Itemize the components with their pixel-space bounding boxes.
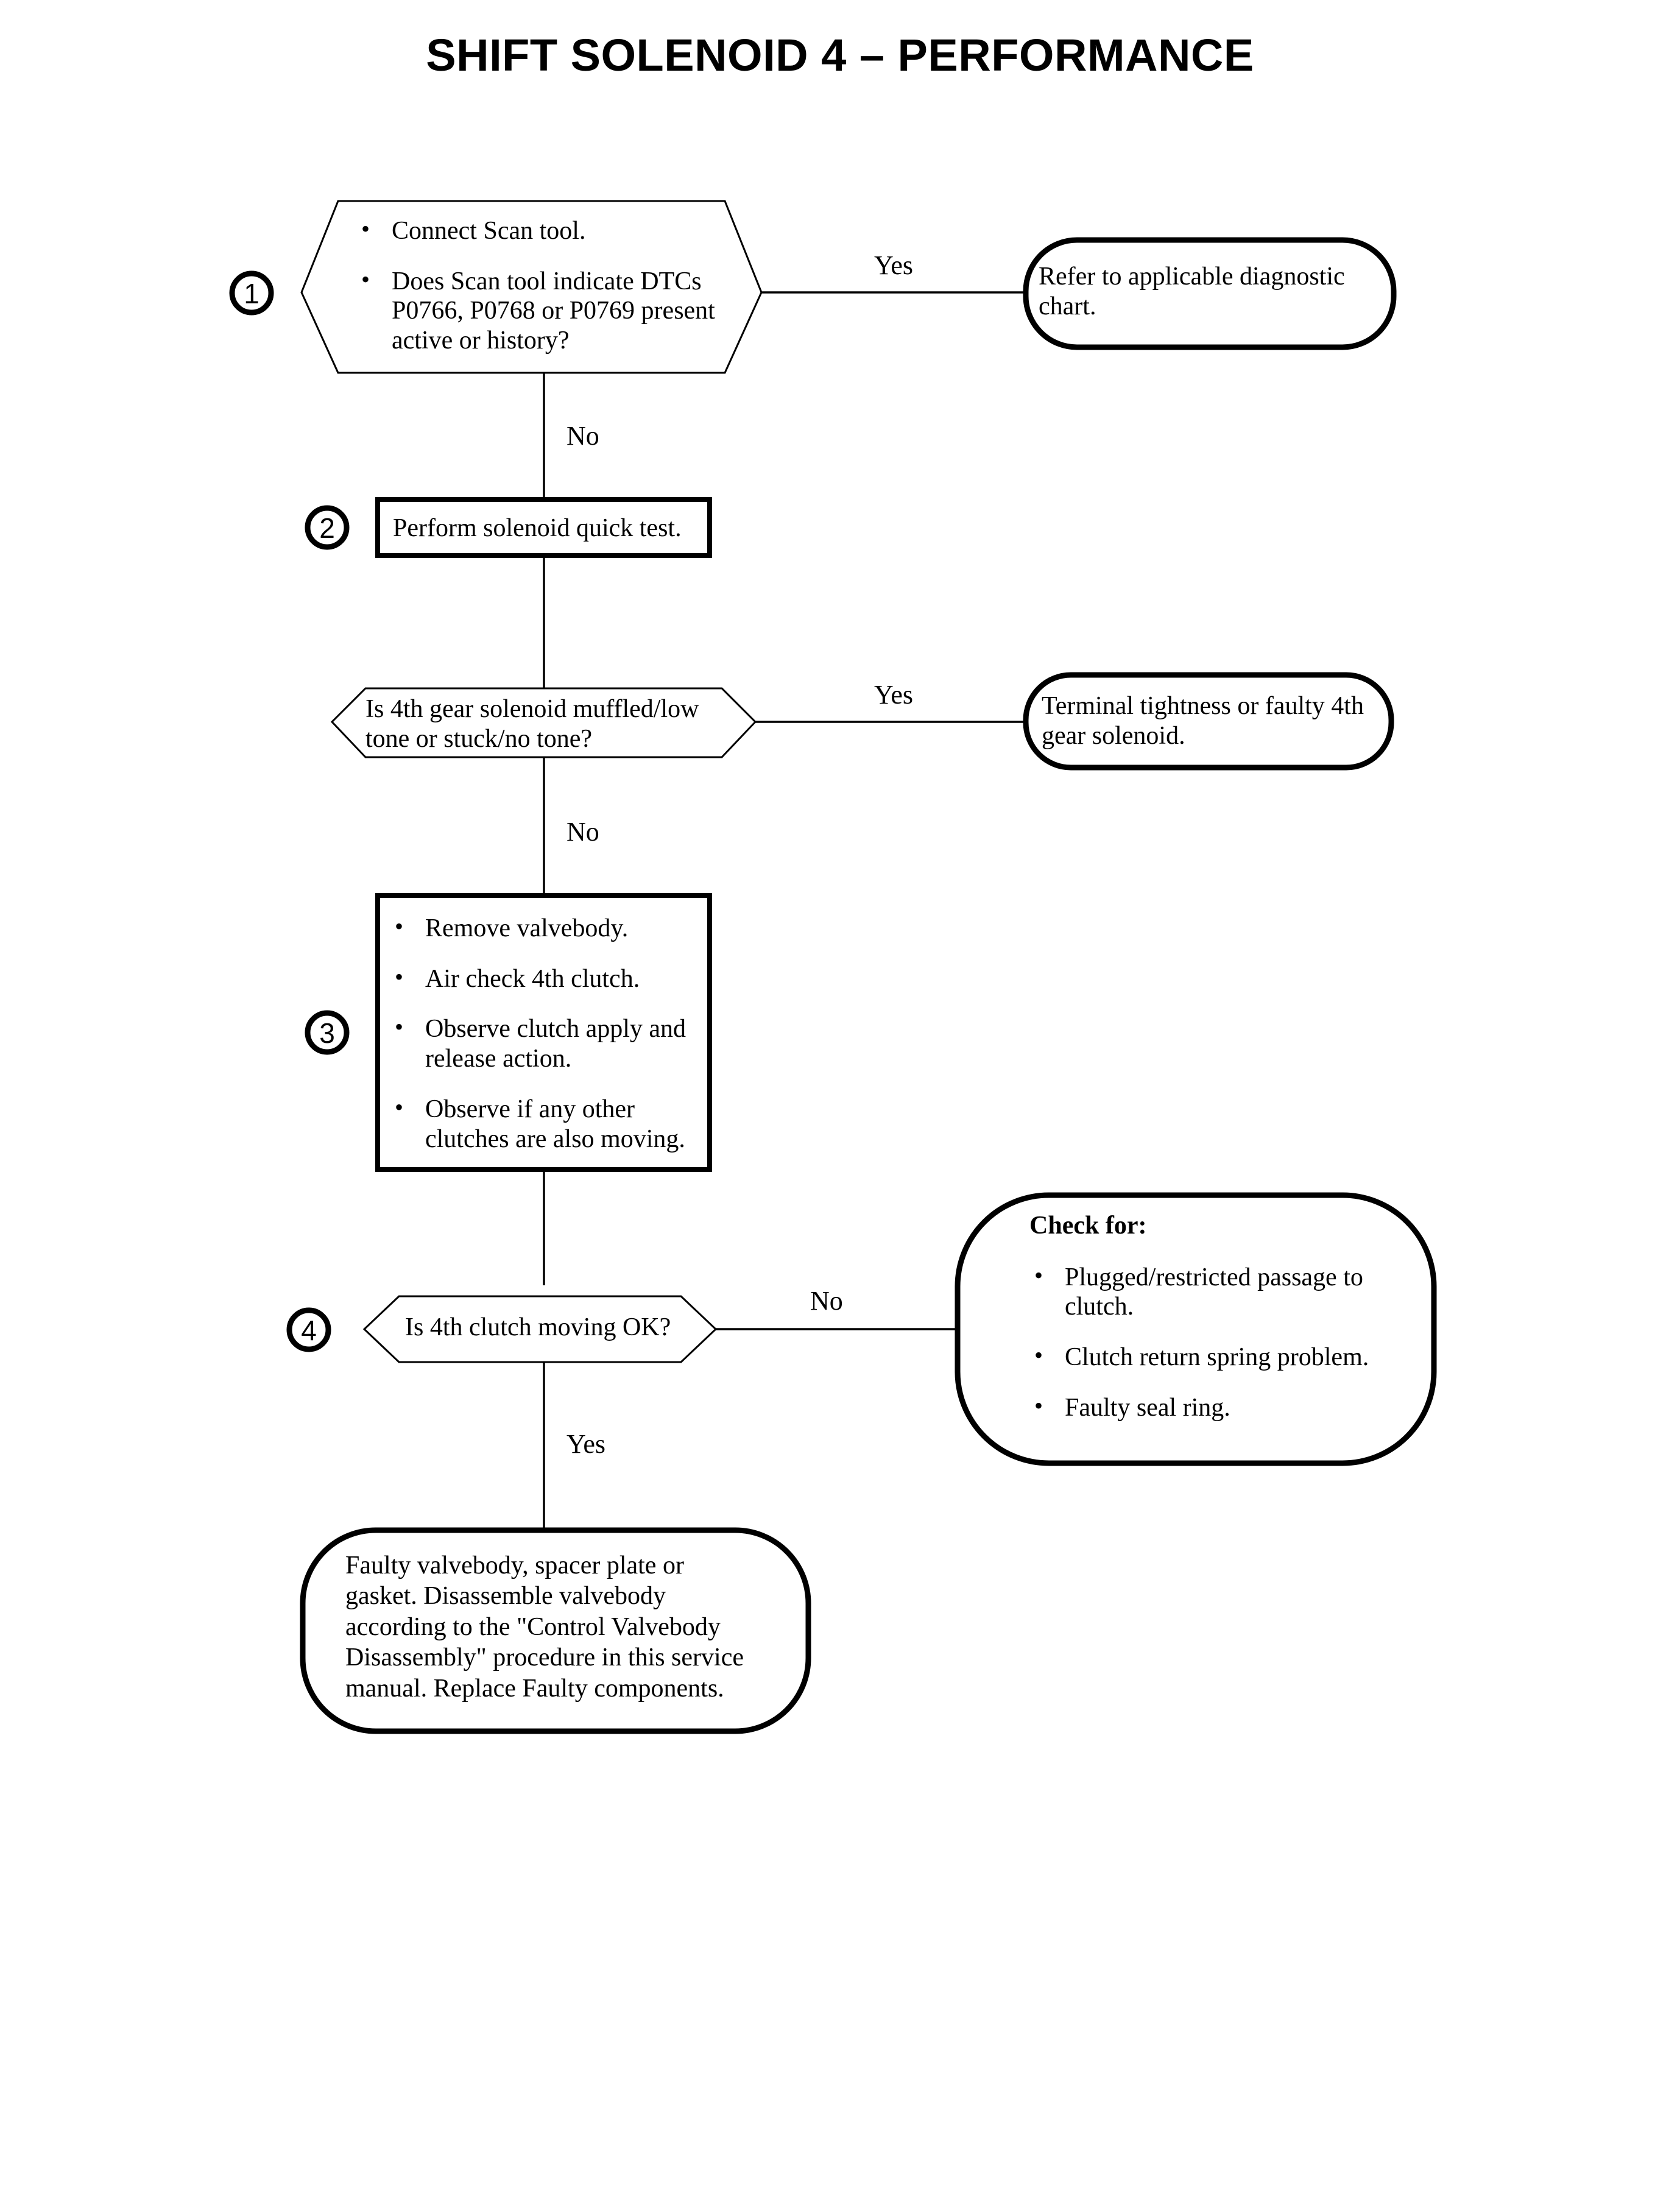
step-marker-1-circle: [229, 270, 274, 316]
terminal-1-text: Refer to applicable diagnostic chart.: [1039, 263, 1345, 320]
terminal-2-text: Terminal tightness or faulty 4th gear so…: [1042, 692, 1364, 750]
node-4-bullet-3: Observe clutch apply and release action.: [390, 1013, 688, 1073]
node-5-text: Is 4th clutch moving OK?: [405, 1313, 671, 1341]
node-1-content: Connect Scan tool. Does Scan tool indica…: [356, 215, 722, 356]
node-1-bullet-2: Does Scan tool indicate DTCs P0766, P076…: [356, 266, 722, 356]
terminal-3-bullet-3: Faulty seal ring.: [1029, 1392, 1395, 1423]
node-5-decision-shape: [362, 1295, 718, 1363]
branch-label-yes-2: Yes: [874, 680, 914, 710]
node-1-bullet-1: Connect Scan tool.: [356, 215, 722, 246]
terminal-1-shape: [1023, 237, 1397, 350]
node-4-bullet-4: Observe if any other clutches are also m…: [390, 1093, 688, 1154]
terminal-4-shape: [300, 1527, 811, 1734]
branch-label-no-1: No: [566, 421, 599, 451]
terminal-3-bullet-2: Clutch return spring problem.: [1029, 1341, 1395, 1372]
terminal-4-text: Faulty valvebody, spacer plate or gasket…: [345, 1552, 744, 1703]
step-marker-3-circle: [305, 1010, 350, 1055]
step-marker-4-circle: [286, 1307, 331, 1352]
step-marker-1-label: 1: [244, 278, 259, 309]
step-marker-2-circle: [305, 505, 350, 550]
terminal-3-heading: Check for:: [1029, 1212, 1147, 1240]
node-4-bullet-1: Remove valvebody.: [390, 913, 688, 944]
node-4-bullet-2: Air check 4th clutch.: [390, 963, 688, 994]
branch-label-no-2: No: [566, 817, 599, 847]
terminal-2-shape: [1023, 672, 1394, 771]
node-4-content: Remove valvebody. Air check 4th clutch. …: [390, 913, 688, 1154]
node-3-decision-shape: [330, 687, 757, 758]
node-3-text: Is 4th gear solenoid muffled/low tone or…: [365, 695, 699, 753]
node-2-text: Perform solenoid quick test.: [393, 514, 682, 542]
step-marker-2-label: 2: [319, 512, 335, 544]
branch-label-yes-1: Yes: [874, 250, 914, 280]
step-marker-4-label: 4: [301, 1315, 317, 1346]
branch-label-yes-3: Yes: [566, 1429, 606, 1459]
page-title: SHIFT SOLENOID 4 – PERFORMANCE: [426, 30, 1254, 80]
terminal-3-content: Check for: Plugged/restricted passage to…: [1029, 1211, 1395, 1423]
terminal-3-bullet-1: Plugged/restricted passage to clutch.: [1029, 1262, 1395, 1322]
node-2-process-shape: [375, 497, 712, 558]
step-marker-3-label: 3: [319, 1017, 335, 1049]
branch-label-no-3: No: [810, 1286, 843, 1316]
